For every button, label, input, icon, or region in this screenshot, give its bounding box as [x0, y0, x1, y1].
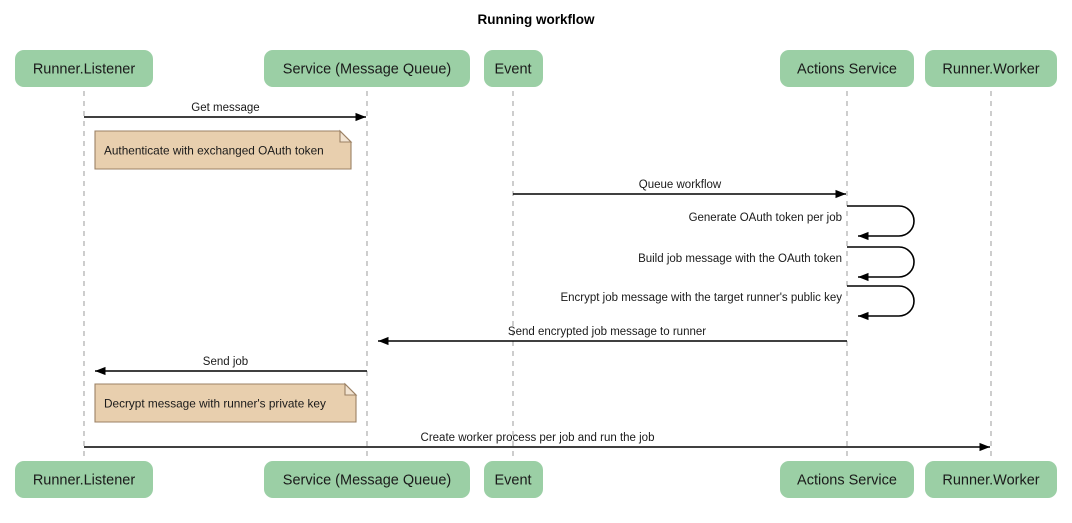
note-body: [94, 383, 357, 423]
participant-label: Event: [494, 473, 531, 489]
message-queue-workflow[interactable]: Queue workflow: [513, 179, 846, 199]
self-loop-path: [847, 205, 915, 241]
message-label: Build job message with the OAuth token: [638, 253, 842, 265]
participant-label: Runner.Listener: [33, 62, 136, 78]
participant-label: Service (Message Queue): [283, 473, 451, 489]
participant-label: Runner.Worker: [942, 62, 1039, 78]
message-encrypt-job-message[interactable]: Encrypt job message with the target runn…: [560, 285, 915, 321]
participant-actions-service-top[interactable]: Actions Service: [780, 50, 914, 87]
participant-label: Actions Service: [797, 62, 897, 78]
participant-runner-listener-top[interactable]: Runner.Listener: [15, 50, 153, 87]
lifelines-group: [83, 91, 992, 460]
participant-event-top[interactable]: Event: [484, 50, 543, 87]
note-label: Authenticate with exchanged OAuth token: [104, 144, 324, 158]
participant-runner-listener-bottom[interactable]: Runner.Listener: [15, 461, 153, 498]
message-label: Send job: [203, 356, 248, 368]
participant-runner-worker-bottom[interactable]: Runner.Worker: [925, 461, 1057, 498]
message-label: Create worker process per job and run th…: [421, 432, 655, 444]
message-build-job-message[interactable]: Build job message with the OAuth token: [638, 246, 915, 282]
message-generate-oauth-token-per-job[interactable]: Generate OAuth token per job: [689, 205, 915, 241]
participant-label: Actions Service: [797, 473, 897, 489]
message-label: Get message: [191, 102, 259, 114]
participant-service-message-queue-bottom[interactable]: Service (Message Queue): [264, 461, 470, 498]
note-fold-corner-icon: [344, 382, 358, 396]
participant-label: Event: [494, 62, 531, 78]
message-send-encrypted-job-message[interactable]: Send encrypted job message to runner: [378, 326, 847, 346]
participants-top-group: Runner.Listener Service (Message Queue) Ev…: [15, 50, 1057, 87]
participants-bottom-group: Runner.Listener Service (Message Queue) Ev…: [15, 461, 1057, 498]
message-label: Generate OAuth token per job: [689, 212, 842, 224]
participant-box: [15, 461, 153, 498]
participant-label: Runner.Listener: [33, 473, 136, 489]
note-decrypt[interactable]: Decrypt message with runner's private ke…: [94, 382, 358, 423]
participant-box: [925, 50, 1057, 87]
message-label: Queue workflow: [639, 179, 722, 191]
participant-runner-worker-top[interactable]: Runner.Worker: [925, 50, 1057, 87]
participant-label: Runner.Worker: [942, 473, 1039, 489]
participant-box: [780, 461, 914, 498]
participant-box: [780, 50, 914, 87]
note-label: Decrypt message with runner's private ke…: [104, 397, 326, 411]
participant-box: [264, 50, 470, 87]
participant-service-message-queue-top[interactable]: Service (Message Queue): [264, 50, 470, 87]
diagram-title: Running workflow: [478, 12, 595, 27]
participant-event-bottom[interactable]: Event: [484, 461, 543, 498]
message-get-message[interactable]: Get message: [84, 102, 366, 122]
participant-box: [484, 461, 543, 498]
self-loop-path: [847, 285, 915, 321]
participant-box: [15, 50, 153, 87]
participant-box: [264, 461, 470, 498]
participant-box: [925, 461, 1057, 498]
message-label: Send encrypted job message to runner: [508, 326, 706, 338]
note-authenticate[interactable]: Authenticate with exchanged OAuth token: [94, 129, 353, 170]
note-fold-corner-icon: [339, 129, 353, 143]
message-create-worker-process[interactable]: Create worker process per job and run th…: [84, 432, 990, 452]
participant-actions-service-bottom[interactable]: Actions Service: [780, 461, 914, 498]
note-body: [94, 130, 352, 170]
participant-label: Service (Message Queue): [283, 62, 451, 78]
notes-group: Authenticate with exchanged OAuth tokenD…: [94, 129, 358, 423]
self-loop-path: [847, 246, 915, 282]
message-label: Encrypt job message with the target runn…: [560, 292, 842, 304]
participant-box: [484, 50, 543, 87]
message-send-job[interactable]: Send job: [95, 356, 367, 376]
